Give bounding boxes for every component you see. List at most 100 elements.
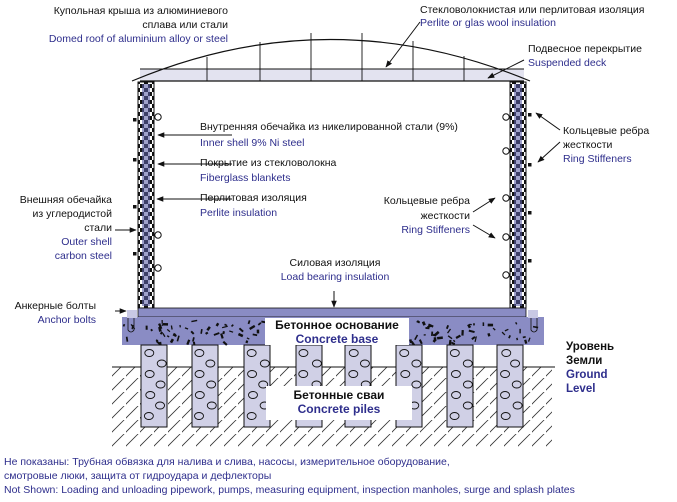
aggregate-fleck xyxy=(224,323,228,327)
aggregate-fleck xyxy=(522,335,526,339)
aggregate-fleck xyxy=(222,331,225,335)
aggregate-fleck xyxy=(238,327,244,333)
ring-stiffeners xyxy=(133,113,532,279)
pile-aggregate xyxy=(206,401,217,410)
outer-stiffener-ring xyxy=(133,252,137,256)
suspended-deck-label-ru: Подвесное перекрытие xyxy=(528,43,642,55)
aggregate-fleck xyxy=(215,322,220,327)
aggregate-fleck xyxy=(155,339,159,342)
load-bearing-insulation xyxy=(137,307,527,318)
pile-aggregate xyxy=(246,412,257,420)
roof-label-ru-2: сплава или стали xyxy=(142,19,228,31)
concrete-pile xyxy=(446,344,474,428)
aggregate-fleck xyxy=(455,334,461,339)
aggregate-fleck xyxy=(432,338,437,343)
inner-shell-label-en: Inner shell 9% Ni steel xyxy=(200,137,305,149)
aggregate-fleck xyxy=(192,337,195,342)
pile-aggregate xyxy=(512,401,523,410)
roof-label-en: Domed roof of aluminium alloy or steel xyxy=(48,33,228,45)
aggregate-fleck xyxy=(159,331,164,335)
inner-stiffener-ring xyxy=(502,113,510,121)
perlite-label-en: Perlite insulation xyxy=(200,207,278,219)
outer-shell-label-ru-3: стали xyxy=(84,222,112,234)
aggregate-fleck xyxy=(473,323,475,326)
not-shown-note-ru-2: смотровые люки, защита от гидроудара и д… xyxy=(4,470,272,482)
fiberglass-label-ru: Покрытие из стекловолокна xyxy=(200,157,337,169)
aggregate-fleck xyxy=(256,329,260,334)
aggregate-fleck xyxy=(519,328,521,334)
pile-aggregate xyxy=(298,349,309,357)
concrete-base-label-en: Concrete base xyxy=(295,332,379,346)
concrete-piles-label-ru: Бетонные сваи xyxy=(293,388,385,402)
pile-aggregate xyxy=(348,349,359,357)
aggregate-fleck xyxy=(427,323,434,328)
pile-aggregate xyxy=(400,370,411,378)
aggregate-fleck xyxy=(192,341,196,345)
pile-aggregate xyxy=(399,349,410,357)
aggregate-fleck xyxy=(176,335,180,342)
pile-aggregate xyxy=(462,359,473,368)
aggregate-fleck xyxy=(166,335,170,338)
pile-aggregate xyxy=(194,412,204,420)
pile-aggregate xyxy=(155,380,166,389)
outer-stiffener-ring xyxy=(133,205,137,209)
anchor-bolts-label-en: Anchor bolts xyxy=(37,314,96,326)
aggregate-fleck xyxy=(469,323,472,326)
aggregate-fleck xyxy=(532,325,539,329)
not-shown-note-en: Not Shown: Loading and unloading pipewor… xyxy=(4,484,575,496)
aggregate-fleck xyxy=(471,336,476,341)
aggregate-fleck xyxy=(257,322,262,326)
aggregate-fleck xyxy=(169,338,175,344)
outer-stiffener-ring xyxy=(528,163,532,167)
aggregate-fleck xyxy=(229,330,234,333)
aggregate-fleck xyxy=(145,325,148,330)
pile-aggregate xyxy=(143,412,154,420)
outer-stiffener-ring xyxy=(528,259,532,263)
pile-aggregate xyxy=(511,380,522,389)
aggregate-fleck xyxy=(467,323,472,329)
aggregate-fleck xyxy=(131,324,134,330)
aggregate-fleck xyxy=(221,325,228,329)
aggregate-fleck xyxy=(425,327,430,330)
pile-aggregate xyxy=(501,349,512,357)
aggregate-fleck xyxy=(524,339,528,344)
aggregate-fleck xyxy=(170,325,173,330)
outer-stiffener-ring xyxy=(528,113,532,117)
aggregate-fleck xyxy=(162,322,169,326)
pile-aggregate xyxy=(510,359,521,368)
ground-level-label-en-2: Level xyxy=(566,383,596,395)
pile-aggregate xyxy=(248,391,258,399)
pile-aggregate xyxy=(156,359,167,368)
concrete-piles-label-en: Concrete piles xyxy=(297,402,381,416)
inner-stiffener-ring xyxy=(154,264,162,272)
aggregate-fleck xyxy=(184,327,189,330)
aggregate-fleck xyxy=(474,336,477,343)
pile-aggregate xyxy=(155,401,166,410)
aggregate-fleck xyxy=(445,324,450,330)
aggregate-fleck xyxy=(446,328,452,334)
aggregate-fleck xyxy=(516,337,519,341)
left-wall xyxy=(137,81,155,309)
pile-aggregate xyxy=(449,412,460,420)
aggregate-fleck xyxy=(230,324,234,328)
concrete-base-label: Бетонное основание Concrete base xyxy=(265,318,409,346)
outer-shell-label-ru-2: из углеродистой xyxy=(32,208,113,220)
inner-stiffener-ring xyxy=(502,233,510,241)
inner-stiffener-ring xyxy=(502,147,510,155)
pile-aggregate xyxy=(500,391,510,399)
aggregate-fleck xyxy=(222,340,228,346)
aggregate-fleck xyxy=(450,341,456,345)
aggregate-fleck xyxy=(252,333,258,337)
inner-shell-label-ru: Внутренняя обечайка из никелированной ст… xyxy=(200,121,458,133)
aggregate-fleck xyxy=(448,339,452,347)
aggregate-fleck xyxy=(206,326,211,331)
load-bearing-label-en: Load bearing insulation xyxy=(280,271,390,283)
fiberglass-label-en: Fiberglass blankets xyxy=(200,172,291,184)
concrete-piles-label: Бетонные сваи Concrete piles xyxy=(266,386,412,420)
aggregate-fleck xyxy=(158,323,163,330)
pile-aggregate xyxy=(411,380,422,389)
right-wall xyxy=(509,81,527,309)
pile-aggregate xyxy=(500,370,510,378)
outer-stiffener-ring xyxy=(528,211,532,215)
load-bearing-label-ru: Силовая изоляция xyxy=(289,257,381,269)
